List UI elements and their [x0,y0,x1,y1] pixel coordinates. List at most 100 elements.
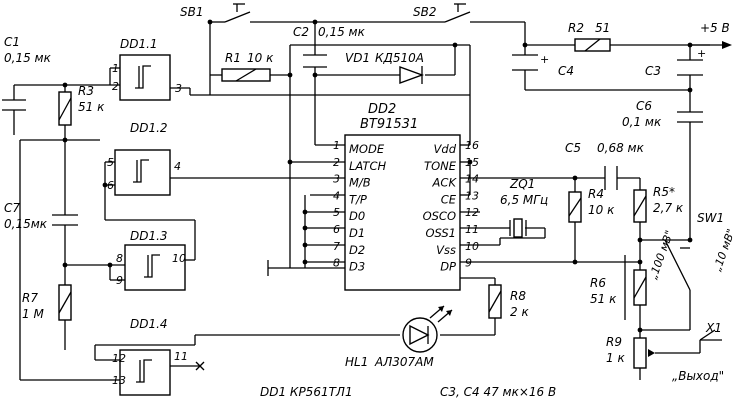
labels: SB1 C2 0,15 мк SB2 R2 51 +5 В C1 0,15 мк… [4,5,738,399]
hl1-led [402,305,453,353]
note-caps: С3, С4 47 мк×16 В [440,385,556,399]
dd2-pin-number: 5 [333,206,340,219]
dd1-3-gate [124,244,186,291]
c4-capacitor: + [512,53,549,71]
dd2-pin-name: LATCH [349,159,386,173]
x1-label: „Выход" [672,369,724,383]
dd2-pin-number: 11 [465,223,479,236]
r9-ref: R9 [606,335,622,349]
dd1-1-gate [119,54,171,101]
r3-resistor [58,91,72,126]
dd1-4-in1: 12 [112,352,126,365]
sw1-ref: SW1 [697,211,724,225]
dd2-pin-name: D0 [349,209,365,223]
c1-ref: C1 [4,35,20,49]
dd2-pin-number: 8 [333,257,340,270]
dd2-pin-number: 3 [333,173,340,186]
r4-resistor [568,191,582,223]
dd1-2-in2: 6 [107,179,114,192]
dd1-1-label: DD1.1 [120,37,158,51]
r1-value: 10 к [247,51,274,65]
c2-capacitor [303,54,327,68]
c5-value: 0,68 мк [597,141,645,155]
c6-value: 0,1 мк [622,115,662,129]
r4-value: 10 к [588,203,615,217]
r3-value: 51 к [78,100,105,114]
dd2-pin-number: 7 [333,240,340,253]
sw1-pos2: „10 мВ" [711,227,738,273]
r6-ref: R6 [590,276,606,290]
dd2-pin-name: Vss [436,243,456,257]
r8-ref: R8 [510,289,526,303]
dd1-3-in2: 9 [116,274,123,287]
note-dd1: DD1 КР561ТЛ1 [260,385,353,399]
dd2-pin-number: 16 [465,139,479,152]
r7-value: 1 М [22,307,44,321]
c1-value: 0,15 мк [4,51,52,65]
zq1-value: 6,5 МГц [500,193,548,207]
dd1-4-output-x [195,361,205,371]
c2-value: 0,15 мк [318,25,366,39]
sb2-switch [444,3,471,23]
dd2-pin-name: D2 [349,243,365,257]
dd1-4-out: 11 [174,350,188,363]
vd1-ref: VD1 [345,51,370,65]
dd2-ic [344,134,461,291]
r2-resistor [574,38,611,52]
r4-ref: R4 [588,187,604,201]
sb1-switch [224,3,251,23]
sb1-label: SB1 [180,5,203,19]
dd1-2-in1: 5 [107,156,114,169]
hl1-value: АЛ307АМ [374,355,434,369]
r5-resistor [633,189,647,223]
supply-arrow [690,41,732,49]
dd2-pin-name: ACK [432,176,458,190]
dd2-pin-name: CE [441,192,457,206]
x1-ref: X1 [705,321,722,335]
r2-ref: R2 [568,21,584,35]
dd2-pin-name: D1 [349,226,365,240]
hl1-ref: HL1 [345,355,368,369]
dd1-3-label: DD1.3 [130,229,168,243]
junctions [62,19,693,333]
c5-ref: C5 [565,141,581,155]
r7-ref: R7 [22,291,38,305]
dd1-3-in1: 8 [116,252,123,265]
x1-connector [699,329,722,341]
r3-ref: R3 [78,84,94,98]
c7-value: 0,15мк [4,217,48,231]
zq1-crystal [509,218,527,238]
dd2-pin-number: 4 [333,189,340,202]
r6-resistor [633,269,647,306]
gate-pin-numbers: 1 2 3 5 6 4 8 9 10 12 13 11 [107,62,188,387]
dd1-4-gate [119,349,171,396]
dd1-3-out: 10 [172,252,186,265]
dd2-pin-name: MODE [349,142,385,156]
dd2-pin-number: 13 [465,189,479,202]
r9-resistor [633,337,655,369]
r9-value: 1 к [606,351,625,365]
c6-capacitor [677,111,703,123]
dd1-4-in2: 13 [112,374,126,387]
c3-label: C3 [645,64,661,78]
dd1-2-out: 4 [174,160,181,173]
c5-capacitor [604,166,618,190]
dd2-pin-number: 1 [333,139,340,152]
dd2-pin-number: 10 [465,240,479,253]
dd2-pin-number: 12 [465,206,479,219]
c3-capacitor: + [677,47,706,76]
dd2-pin-name: DP [440,260,456,274]
c2-ref: C2 [293,25,309,39]
c6-ref: C6 [636,99,652,113]
dd2-pin-name: D3 [349,260,365,274]
r7-resistor [58,284,72,321]
dd2-pin-name: M/B [349,176,371,190]
c7-ref: C7 [4,201,20,215]
r5-ref: R5* [653,185,675,199]
dd1-2-gate [114,149,171,196]
r5-value: 2,7 к [653,201,684,215]
zq1-ref: ZQ1 [509,177,535,191]
dd2-pin-name: Vdd [434,142,457,156]
